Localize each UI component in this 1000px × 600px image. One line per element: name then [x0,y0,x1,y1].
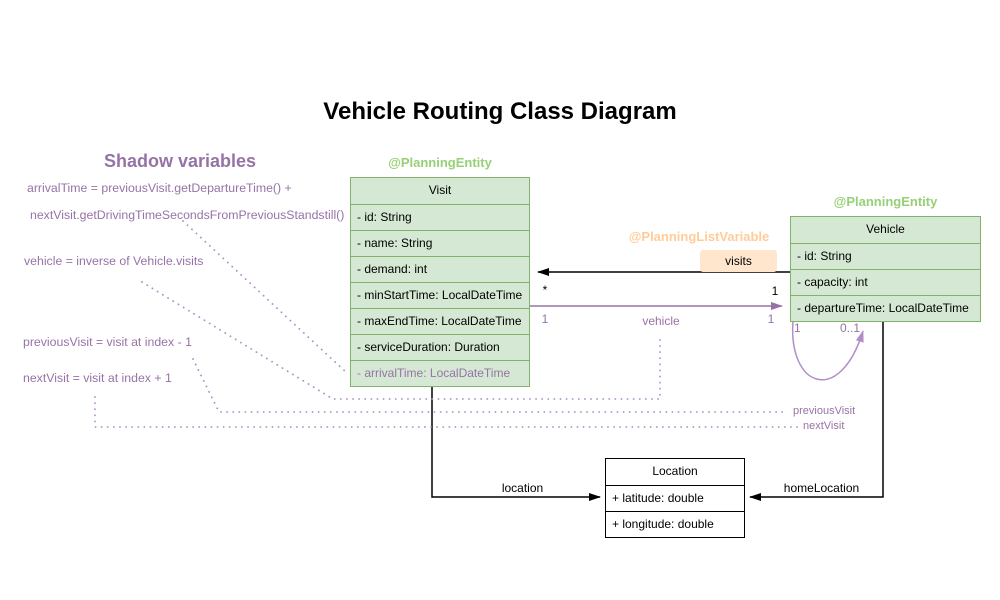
shadow-formula-nextvisit: nextVisit = visit at index + 1 [23,371,172,385]
shadow-formula-vehicle: vehicle = inverse of Vehicle.visits [24,254,204,268]
location-class-box: Location + latitude: double + longitude:… [605,458,745,538]
visit-field-name: - name: String [351,230,529,256]
visit-field-serviceduration: - serviceDuration: Duration [351,334,529,360]
previousvisit-edge-label: previousVisit [793,405,856,417]
visit-field-arrivaltime-shadow: - arrivalTime: LocalDateTime [351,360,529,386]
dotted-link-nextvisit [94,396,799,428]
location-field-latitude: + latitude: double [606,485,744,511]
vehicle-field-id: - id: String [791,243,980,269]
visit-field-minstarttime: - minStartTime: LocalDateTime [351,282,529,308]
location-field-longitude: + longitude: double [606,511,744,537]
vehicle-field-departuretime: - departureTime: LocalDateTime [791,295,980,321]
shadow-formula-arrivaltime-line1: arrivalTime = previousVisit.getDeparture… [27,181,292,195]
shadow-variables-heading: Shadow variables [103,151,257,171]
vehicle-field-capacity: - capacity: int [791,269,980,295]
vehicle-planning-entity-annotation: @PlanningEntity [833,194,938,209]
vehicle-class-box: Vehicle - id: String - capacity: int - d… [790,216,981,322]
diagram-title: Vehicle Routing Class Diagram [323,98,677,125]
shadow-formula-previousvisit: previousVisit = visit at index - 1 [23,335,192,349]
dotted-link-arrivaltime [182,220,348,374]
visits-multiplicity-vehicle-end: 1 [771,284,779,298]
location-class-name: Location [652,464,698,478]
location-edge-label: location [501,481,544,495]
visits-multiplicity-visit-end: * [542,283,548,297]
loop-multiplicity-source: 1 [794,321,801,335]
nextvisit-edge-label: nextVisit [803,420,845,432]
shadow-formula-arrivaltime-line2: nextVisit.getDrivingTimeSecondsFromPrevi… [30,208,345,222]
visit-field-demand: - demand: int [351,256,529,282]
vehicle-edge-multiplicity-vehicle-end: 1 [767,312,775,326]
visit-planning-entity-annotation: @PlanningEntity [388,155,492,170]
visit-field-maxendtime: - maxEndTime: LocalDateTime [351,308,529,334]
visit-field-id: - id: String [351,204,529,230]
vehicle-class-name: Vehicle [866,222,905,236]
visit-class-name: Visit [428,183,452,197]
visit-class-box: Visit - id: String - name: String - dema… [350,177,530,387]
vehicle-edge-label: vehicle [642,314,680,328]
loop-multiplicity-target: 0..1 [840,321,861,335]
vehicle-edge-multiplicity-visit-end: 1 [541,312,549,326]
home-location-edge-label: homeLocation [783,481,860,495]
planning-list-variable-annotation: @PlanningListVariable [628,229,770,244]
visits-edge-label: visits [700,250,777,272]
